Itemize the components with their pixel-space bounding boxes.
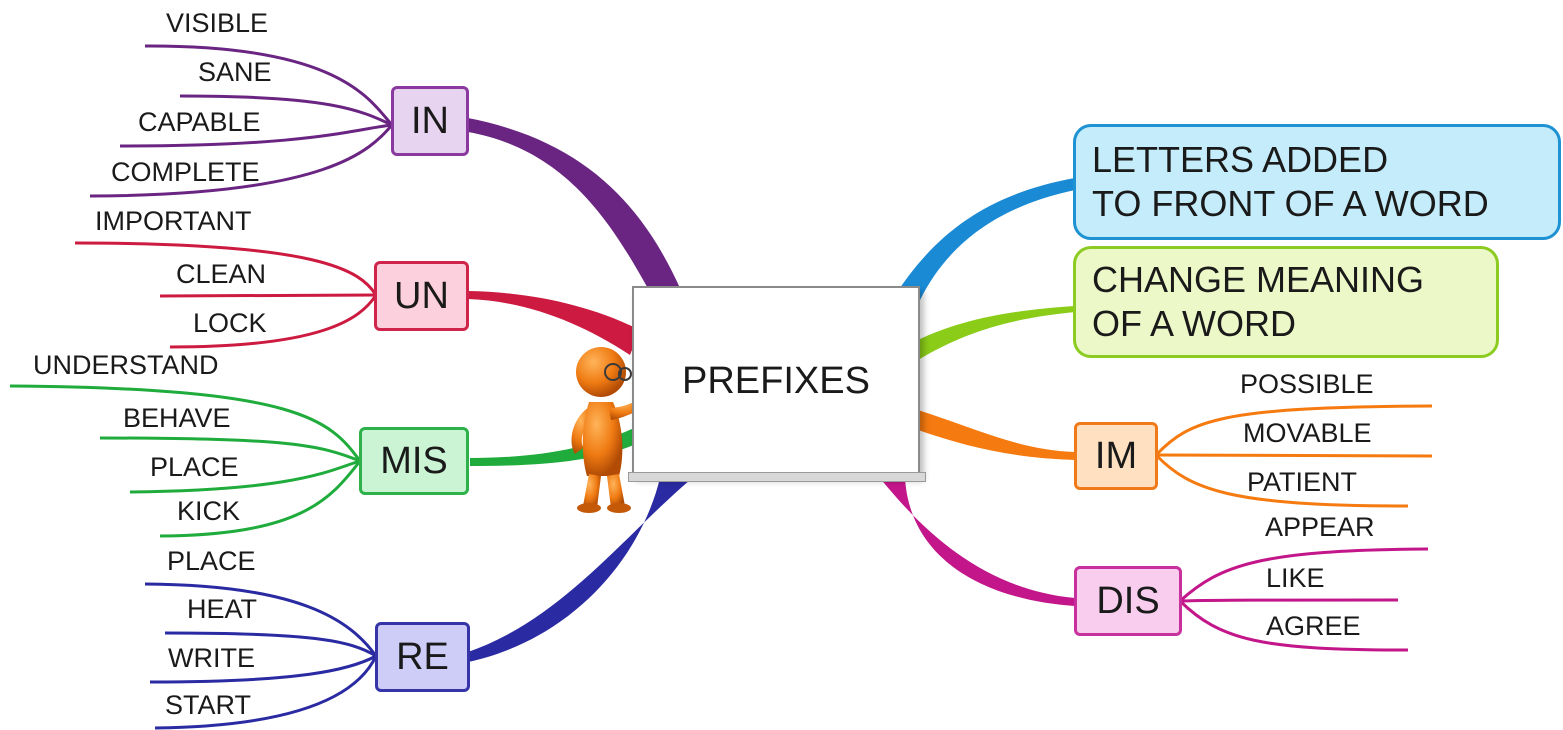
- center-node-label: PREFIXES: [682, 359, 870, 402]
- prefix-node-dis: DIS: [1074, 566, 1182, 636]
- word-in-sane: SANE: [198, 57, 272, 87]
- prefix-node-mis: MIS: [359, 427, 469, 495]
- word-mis-understand: UNDERSTAND: [33, 350, 219, 380]
- word-dis-agree: AGREE: [1266, 611, 1361, 641]
- center-node-prefixes: PREFIXES: [632, 286, 920, 476]
- word-in-complete: COMPLETE: [111, 157, 260, 187]
- word-re-write: WRITE: [168, 643, 255, 673]
- word-re-start: START: [165, 690, 252, 720]
- whiteboard-ledge: [628, 472, 926, 482]
- word-re-place: PLACE: [167, 546, 256, 576]
- word-mis-kick: KICK: [177, 496, 241, 526]
- word-un-important: IMPORTANT: [95, 206, 252, 236]
- prefix-label: IN: [411, 99, 449, 142]
- prefix-node-im: IM: [1074, 422, 1158, 490]
- word-un-lock: LOCK: [193, 308, 267, 338]
- word-mis-place: PLACE: [150, 452, 239, 482]
- branch-un: [468, 291, 640, 355]
- word-re-heat: HEAT: [187, 594, 258, 624]
- word-in-visible: VISIBLE: [166, 8, 269, 38]
- prefix-node-re: RE: [375, 622, 470, 692]
- word-dis-like: LIKE: [1266, 563, 1325, 593]
- description-line-2: TO FRONT OF A WORD: [1092, 183, 1489, 224]
- prefix-label: IM: [1094, 434, 1138, 477]
- word-im-patient: PATIENT: [1247, 467, 1358, 497]
- im-sub-branches: [1154, 404, 1433, 508]
- branch-dis: [880, 478, 1075, 606]
- word-mis-behave: BEHAVE: [123, 403, 231, 433]
- word-in-capable: CAPABLE: [138, 107, 261, 137]
- branch-im: [918, 410, 1075, 460]
- word-un-clean: CLEAN: [176, 259, 267, 289]
- description-line-1: CHANGE MEANING: [1092, 259, 1425, 300]
- prefix-node-un: UN: [374, 261, 469, 331]
- branch-desc-top: [892, 178, 1075, 300]
- description-line-1: LETTERS ADDED: [1092, 139, 1389, 180]
- branch-desc-mid: [918, 306, 1075, 360]
- mis-sub-branches: [9, 384, 362, 538]
- word-dis-appear: APPEAR: [1265, 512, 1375, 542]
- description-box-definition: LETTERS ADDED TO FRONT OF A WORD: [1073, 124, 1561, 240]
- prefix-label: DIS: [1096, 579, 1160, 622]
- re-sub-branches: [144, 582, 378, 730]
- description-box-purpose: CHANGE MEANING OF A WORD: [1073, 246, 1499, 358]
- branch-re: [468, 478, 690, 662]
- word-im-movable: MOVABLE: [1243, 418, 1372, 448]
- un-sub-branches: [74, 241, 378, 349]
- prefix-label: MIS: [380, 439, 448, 482]
- prefix-label: UN: [394, 274, 449, 317]
- dis-sub-branches: [1178, 547, 1429, 652]
- prefix-node-in: IN: [391, 86, 469, 156]
- description-line-2: OF A WORD: [1092, 303, 1297, 344]
- branch-in: [468, 118, 680, 292]
- in-sub-branches: [89, 44, 394, 198]
- word-im-possible: POSSIBLE: [1240, 369, 1374, 399]
- prefix-label: RE: [396, 635, 449, 678]
